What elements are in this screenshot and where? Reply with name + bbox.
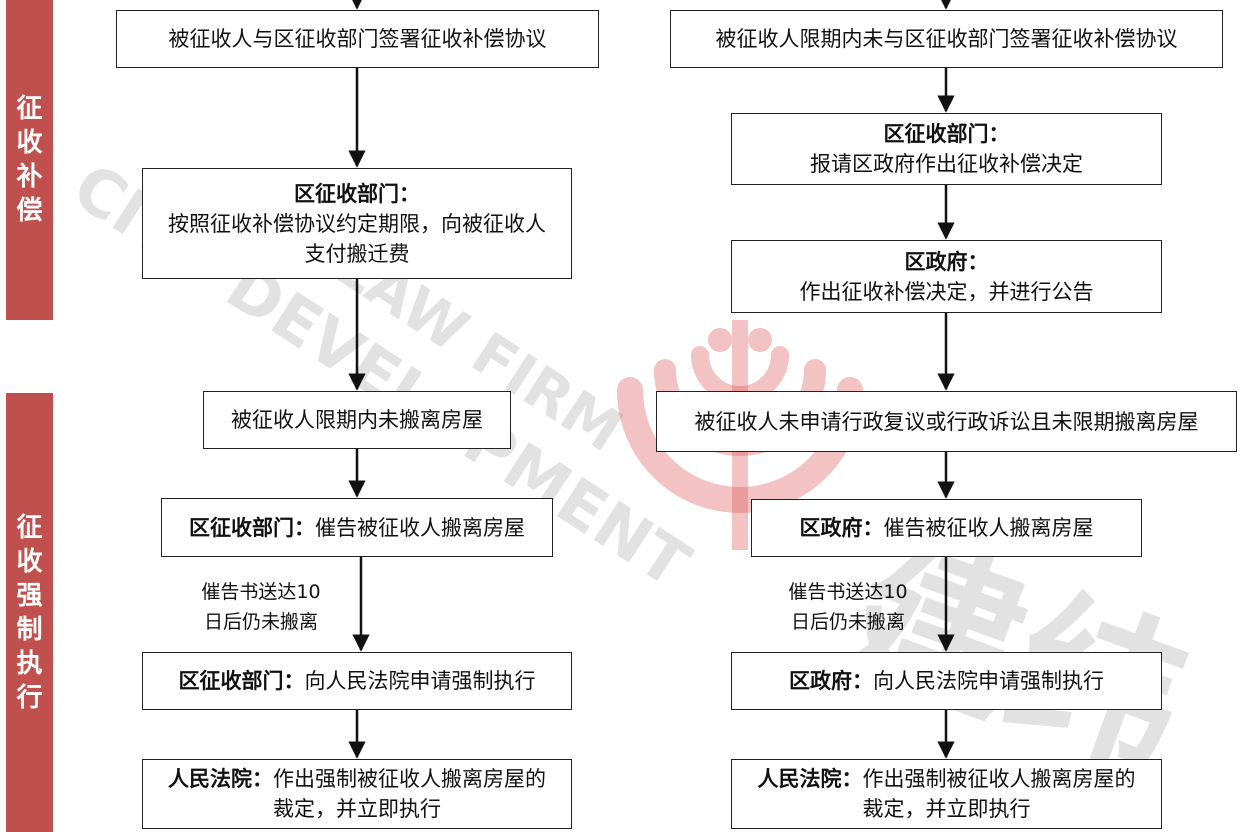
- right-note-notice-period: 催告书送达10 日后仍未搬离: [788, 581, 908, 633]
- left-box-apply-court: 区征收部门：向人民法院申请强制执行: [142, 652, 572, 710]
- left-box-urge: 区征收部门：催告被征收人搬离房屋: [161, 498, 553, 557]
- right-box-urge: 区政府：催告被征收人搬离房屋: [751, 499, 1142, 557]
- side-label-enforcement: 征收强制执行: [6, 393, 53, 832]
- left-box-pay-relocation: 区征收部门： 按照征收补偿协议约定期限，向被征收人支付搬迁费: [142, 168, 572, 279]
- left-note-notice-period: 催告书送达10 日后仍未搬离: [201, 581, 321, 633]
- right-box-request-decision: 区征收部门： 报请区政府作出征收补偿决定: [731, 113, 1162, 185]
- right-box-apply-court: 区政府：向人民法院申请强制执行: [731, 652, 1162, 710]
- left-box-court-ruling: 人民法院：作出强制被征收人搬离房屋的裁定，并立即执行: [142, 759, 572, 829]
- right-box-gov-decision: 区政府： 作出征收补偿决定，并进行公告: [731, 240, 1162, 313]
- right-box-no-agreement: 被征收人限期内未与区征收部门签署征收补偿协议: [670, 10, 1223, 68]
- left-box-not-moved: 被征收人限期内未搬离房屋: [203, 391, 511, 449]
- right-box-court-ruling: 人民法院：作出强制被征收人搬离房屋的裁定，并立即执行: [731, 759, 1162, 829]
- side-label-compensation: 征收补偿: [6, 0, 53, 320]
- right-box-no-appeal: 被征收人未申请行政复议或行政诉讼且未限期搬离房屋: [656, 391, 1237, 452]
- left-box-sign-agreement: 被征收人与区征收部门签署征收补偿协议: [116, 10, 599, 68]
